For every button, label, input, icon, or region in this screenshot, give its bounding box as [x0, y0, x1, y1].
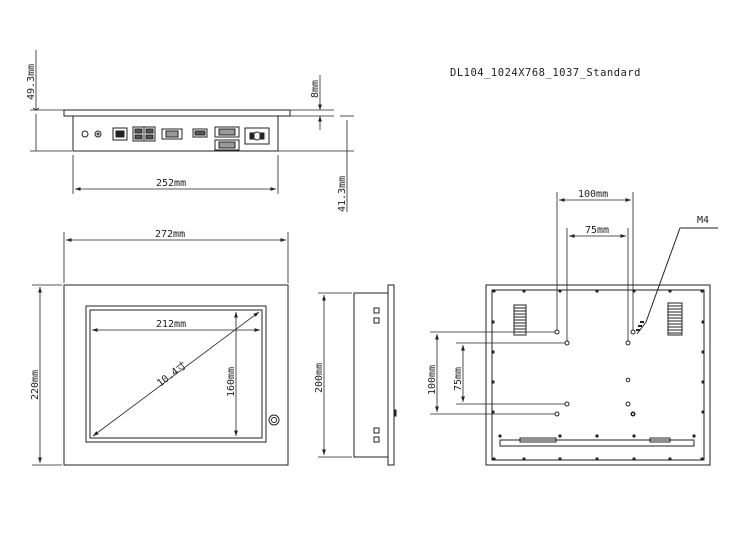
vent-right — [667, 302, 683, 336]
rear-io-connectors — [81, 126, 270, 151]
dim-41-3mm — [278, 115, 354, 212]
front-button-icon — [268, 414, 280, 426]
dim-back-75mm-v — [456, 342, 565, 405]
drawing-title: DL104_1024X768_1037_Standard — [450, 67, 641, 79]
side-view — [353, 284, 397, 466]
top-view — [63, 109, 291, 152]
dim-220mm — [32, 284, 62, 466]
dim-label-200mm: 200mm — [314, 363, 325, 393]
dim-label-41-3mm: 41.3mm — [337, 176, 348, 212]
dim-back-100mm-h — [556, 192, 634, 330]
dim-label-back-100mm-v: 100mm — [427, 365, 438, 395]
dim-label-272mm: 272mm — [155, 229, 185, 240]
dim-label-252mm: 252mm — [156, 178, 186, 189]
dim-back-75mm-h — [566, 228, 629, 341]
dim-label-220mm: 220mm — [30, 370, 41, 400]
dim-label-back-100mm-h: 100mm — [578, 189, 608, 200]
dim-252mm — [72, 155, 279, 194]
dim-back-100mm-v — [430, 331, 555, 415]
dim-8mm — [278, 75, 334, 130]
vent-left — [513, 304, 527, 336]
m4-screw-icon — [636, 227, 718, 335]
label-m4: M4 — [697, 215, 709, 226]
dim-200mm — [318, 292, 352, 458]
back-view — [485, 284, 711, 466]
dim-label-back-75mm-h: 75mm — [585, 225, 609, 236]
back-interior-marks — [625, 377, 635, 416]
dim-label-8mm: 8mm — [310, 80, 321, 98]
dim-49-3mm — [30, 50, 72, 152]
dim-label-49-3mm: 49.3mm — [26, 64, 37, 100]
dim-label-212mm: 212mm — [156, 319, 186, 330]
dim-label-160mm: 160mm — [226, 367, 237, 397]
dim-diagonal — [92, 311, 260, 437]
dim-272mm — [63, 232, 289, 283]
back-perimeter-screws — [491, 289, 705, 461]
dim-label-back-75mm-v: 75mm — [453, 367, 464, 391]
